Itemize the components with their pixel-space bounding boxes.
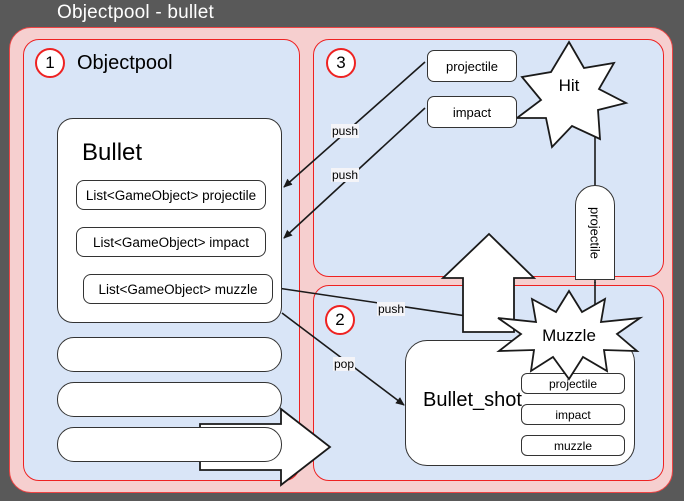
hit-box-impact[interactable]: impact: [427, 96, 517, 128]
panel-badge-2: 2: [325, 305, 355, 335]
edge-label-push-impact: push: [331, 168, 360, 182]
hit-box-projectile[interactable]: projectile: [427, 50, 517, 82]
page-title: Objectpool - bullet: [57, 2, 214, 23]
shot-field-muzzle[interactable]: muzzle: [521, 435, 625, 456]
shot-field-projectile[interactable]: projectile: [521, 373, 625, 394]
panel-badge-1: 1: [35, 48, 65, 78]
empty-slot-1[interactable]: [57, 337, 282, 372]
edge-label-pop: pop: [333, 357, 356, 371]
empty-slot-2[interactable]: [57, 382, 282, 417]
bullet-shot-title: Bullet_shot: [423, 389, 522, 411]
edge-label-push-projectile: push: [331, 124, 360, 138]
empty-slot-3[interactable]: [57, 427, 282, 462]
projectile-capsule: projectile: [575, 185, 615, 280]
shot-field-impact[interactable]: impact: [521, 404, 625, 425]
panel-1-title: Objectpool: [77, 52, 173, 74]
list-impact[interactable]: List<GameObject> impact: [76, 227, 266, 257]
edge-label-push-muzzle: push: [377, 302, 406, 316]
bullet-card: Bullet List<GameObject> projectile List<…: [57, 118, 282, 323]
list-projectile[interactable]: List<GameObject> projectile: [76, 180, 266, 210]
bullet-card-title: Bullet: [82, 139, 143, 166]
bullet-shot-card: Bullet_shot projectile impact muzzle: [405, 340, 635, 466]
panel-badge-3: 3: [326, 48, 356, 78]
projectile-capsule-label: projectile: [587, 206, 603, 259]
list-muzzle[interactable]: List<GameObject> muzzle: [83, 274, 273, 304]
